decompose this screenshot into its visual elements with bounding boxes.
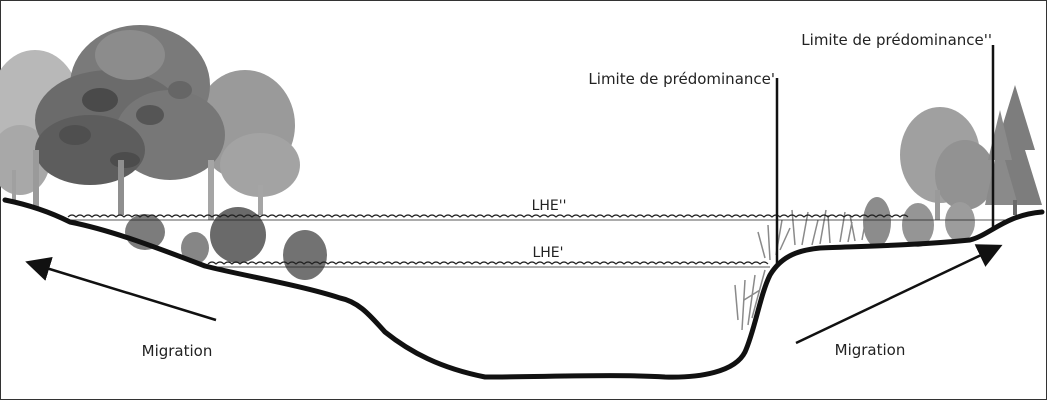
left-forest-trees — [0, 25, 327, 280]
limit-double-label: Limite de prédominance'' — [801, 31, 992, 49]
migration-right-arrow — [795, 244, 1003, 345]
emergent-vegetation — [734, 209, 867, 331]
limit-single-label: Limite de prédominance' — [588, 70, 775, 88]
lhe-double-water-line — [67, 214, 1010, 221]
ground-profile-line — [2, 197, 1045, 380]
lhe-single-label: LHE' — [532, 245, 563, 261]
migration-right-label: Migration — [835, 341, 906, 359]
migration-left-arrow — [25, 256, 217, 322]
lhe-single-water-line — [207, 261, 770, 268]
migration-left-label: Migration — [142, 342, 213, 360]
lhe-double-label: LHE'' — [532, 198, 567, 214]
